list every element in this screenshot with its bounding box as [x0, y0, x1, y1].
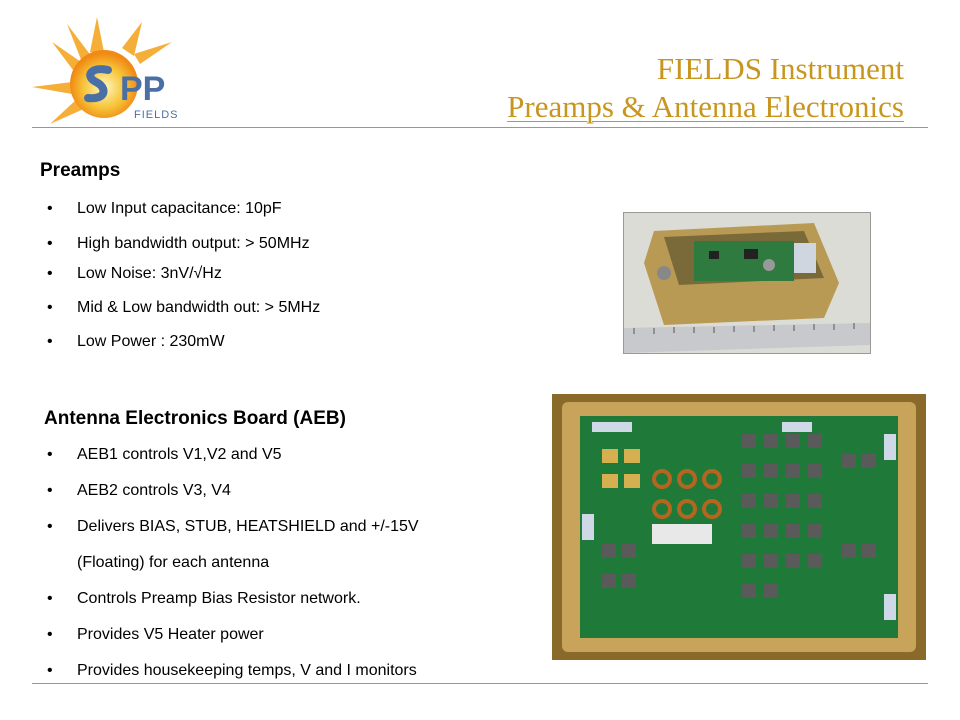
- preamp-photo: [623, 212, 871, 354]
- aeb-board-photo: [552, 394, 926, 660]
- list-item: •Low Input capacitance: 10pF: [47, 200, 282, 217]
- list-item: •Controls Preamp Bias Resistor network.: [47, 590, 361, 607]
- list-item: •AEB1 controls V1,V2 and V5: [47, 446, 282, 463]
- svg-text:PP: PP: [120, 70, 165, 108]
- spp-fields-logo: PP FIELDS: [22, 12, 222, 132]
- list-item: •Provides V5 Heater power: [47, 626, 264, 643]
- list-item: •AEB2 controls V3, V4: [47, 482, 231, 499]
- svg-text:FIELDS: FIELDS: [134, 109, 179, 121]
- preamps-heading: Preamps: [40, 160, 121, 181]
- list-item: •Mid & Low bandwidth out: > 5MHz: [47, 299, 321, 316]
- list-item: •Provides housekeeping temps, V and I mo…: [47, 662, 417, 679]
- list-item: •Delivers BIAS, STUB, HEATSHIELD and +/-…: [47, 518, 419, 535]
- list-item: •Low Noise: 3nV/√Hz: [47, 265, 222, 282]
- title-line-1: FIELDS Instrument: [656, 51, 904, 86]
- title-rule: [32, 127, 928, 128]
- aeb-heading: Antenna Electronics Board (AEB): [44, 408, 346, 429]
- title-line-2: Preamps & Antenna Electronics: [507, 89, 904, 124]
- aeb-list: •AEB1 controls V1,V2 and V5 •AEB2 contro…: [45, 446, 419, 692]
- list-item-continuation: (Floating) for each antenna: [77, 554, 270, 571]
- footer-rule: [32, 683, 928, 684]
- list-item: •High bandwidth output: > 50MHz: [47, 235, 310, 252]
- preamps-list: •Low Input capacitance: 10pF •High bandw…: [45, 200, 320, 363]
- list-item: •Low Power : 230mW: [47, 333, 225, 350]
- slide-title: FIELDS Instrument Preamps & Antenna Elec…: [507, 50, 904, 126]
